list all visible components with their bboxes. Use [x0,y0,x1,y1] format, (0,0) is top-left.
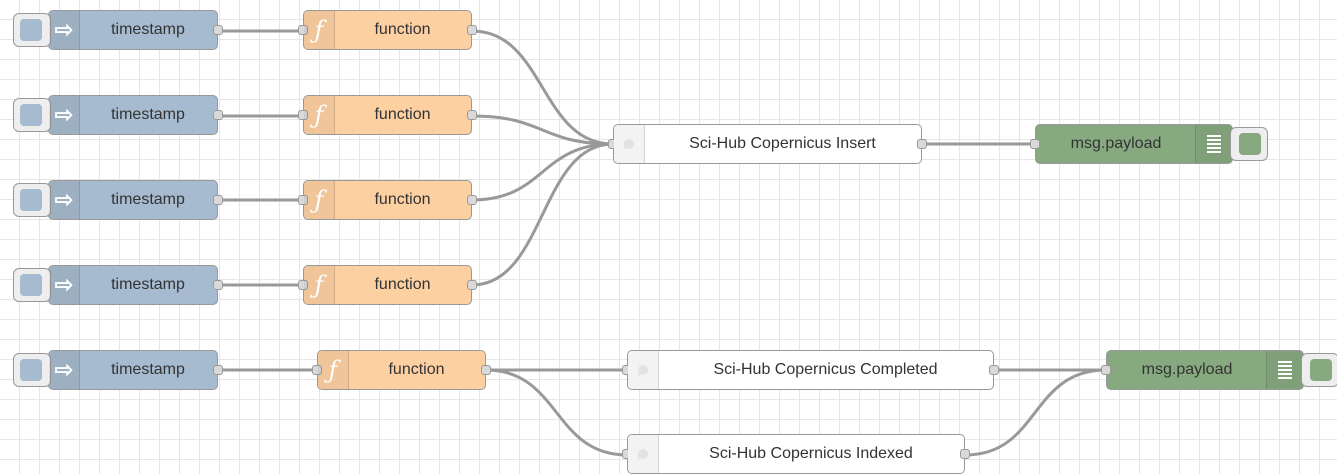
function-node[interactable]: ƒ function [298,10,477,50]
satellite-icon [628,435,659,473]
node-label: Sci-Hub Copernicus Indexed [709,445,913,462]
function-node[interactable]: ƒ function [312,350,491,390]
function-icon: ƒ [304,181,335,219]
output-port[interactable] [467,110,477,120]
node-label: function [374,191,431,208]
sci-hub-insert-node[interactable]: Sci-Hub Copernicus Insert [608,124,927,164]
node-label: msg.payload [1141,361,1233,378]
function-icon: ƒ [304,266,335,304]
output-port[interactable] [213,25,223,35]
input-port[interactable] [1101,365,1111,375]
inject-node[interactable]: ⇨ timestamp [13,180,223,220]
debug-node[interactable]: msg.payload [1030,124,1268,164]
arrow-in-icon: ⇨ [49,96,80,134]
wire[interactable] [471,142,614,287]
output-port[interactable] [467,280,477,290]
output-port[interactable] [213,110,223,120]
function-node[interactable]: ƒ function [298,265,477,305]
function-node[interactable]: ƒ function [298,95,477,135]
arrow-in-icon: ⇨ [49,351,80,389]
node-label: function [374,21,431,38]
function-icon: ƒ [304,11,335,49]
function-icon: ƒ [304,96,335,134]
list-icon [1195,125,1232,163]
output-port[interactable] [213,195,223,205]
node-label: timestamp [111,191,185,208]
wire[interactable] [471,142,614,202]
inject-button[interactable] [13,353,51,387]
input-port[interactable] [1030,139,1040,149]
debug-toggle-button[interactable] [1301,353,1337,387]
node-label: msg.payload [1070,135,1162,152]
node-label: function [374,106,431,123]
node-label: Sci-Hub Copernicus Completed [713,361,938,378]
sci-hub-completed-node[interactable]: Sci-Hub Copernicus Completed [622,350,999,390]
function-icon: ƒ [318,351,349,389]
inject-node[interactable]: ⇨ timestamp [13,10,223,50]
arrow-in-icon: ⇨ [49,181,80,219]
sci-hub-indexed-node[interactable]: Sci-Hub Copernicus Indexed [622,434,970,474]
input-port[interactable] [298,110,308,120]
input-port[interactable] [298,25,308,35]
wire[interactable] [964,368,1107,457]
inject-button[interactable] [13,183,51,217]
debug-toggle-button[interactable] [1230,127,1268,161]
wire[interactable] [485,368,628,457]
output-port[interactable] [467,25,477,35]
arrow-in-icon: ⇨ [49,11,80,49]
output-port[interactable] [917,139,927,149]
satellite-icon [628,351,659,389]
node-label: function [374,276,431,293]
function-node[interactable]: ƒ function [298,180,477,220]
list-icon [1266,351,1303,389]
inject-node[interactable]: ⇨ timestamp [13,350,223,390]
inject-button[interactable] [13,13,51,47]
inject-node[interactable]: ⇨ timestamp [13,95,223,135]
input-port[interactable] [298,280,308,290]
node-label: timestamp [111,361,185,378]
debug-node[interactable]: msg.payload [1101,350,1337,390]
output-port[interactable] [989,365,999,375]
inject-node[interactable]: ⇨ timestamp [13,265,223,305]
output-port[interactable] [213,280,223,290]
output-port[interactable] [467,195,477,205]
output-port[interactable] [481,365,491,375]
node-label: timestamp [111,106,185,123]
satellite-icon [614,125,645,163]
inject-button[interactable] [13,268,51,302]
output-port[interactable] [213,365,223,375]
output-port[interactable] [960,449,970,459]
node-label: Sci-Hub Copernicus Insert [689,135,876,152]
input-port[interactable] [298,195,308,205]
wire[interactable] [471,29,614,146]
input-port[interactable] [312,365,322,375]
node-label: timestamp [111,21,185,38]
wire[interactable] [471,114,614,146]
node-label: function [388,361,445,378]
node-label: timestamp [111,276,185,293]
inject-button[interactable] [13,98,51,132]
arrow-in-icon: ⇨ [49,266,80,304]
